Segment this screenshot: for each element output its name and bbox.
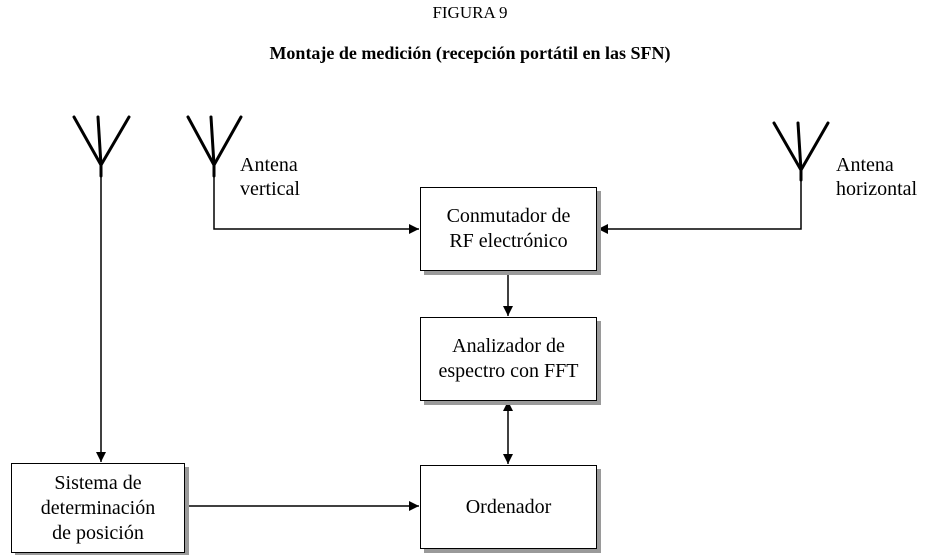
fft-analyzer-block: Analizador de espectro con FFT bbox=[420, 317, 597, 401]
antenna-horizontal-icon bbox=[772, 121, 830, 182]
link-vertical-antenna-to-switch bbox=[213, 176, 419, 234]
positioning-system-block: Sistema de determinación de posición bbox=[11, 463, 185, 553]
rf-switch-block: Conmutador de RF electrónico bbox=[420, 187, 597, 271]
antenna-horizontal-label: Antena horizontal bbox=[836, 154, 918, 200]
link-horizontal-antenna-to-switch bbox=[598, 180, 802, 234]
figure-title: Montaje de medición (recepción portátil … bbox=[269, 43, 671, 63]
antenna-positioning-icon bbox=[72, 115, 131, 178]
computer-block: Ordenador bbox=[420, 465, 597, 549]
figure-label: FIGURA 9 bbox=[432, 3, 508, 22]
antenna-vertical-icon bbox=[186, 115, 243, 178]
antenna-vertical-label: Antena vertical bbox=[240, 154, 300, 200]
